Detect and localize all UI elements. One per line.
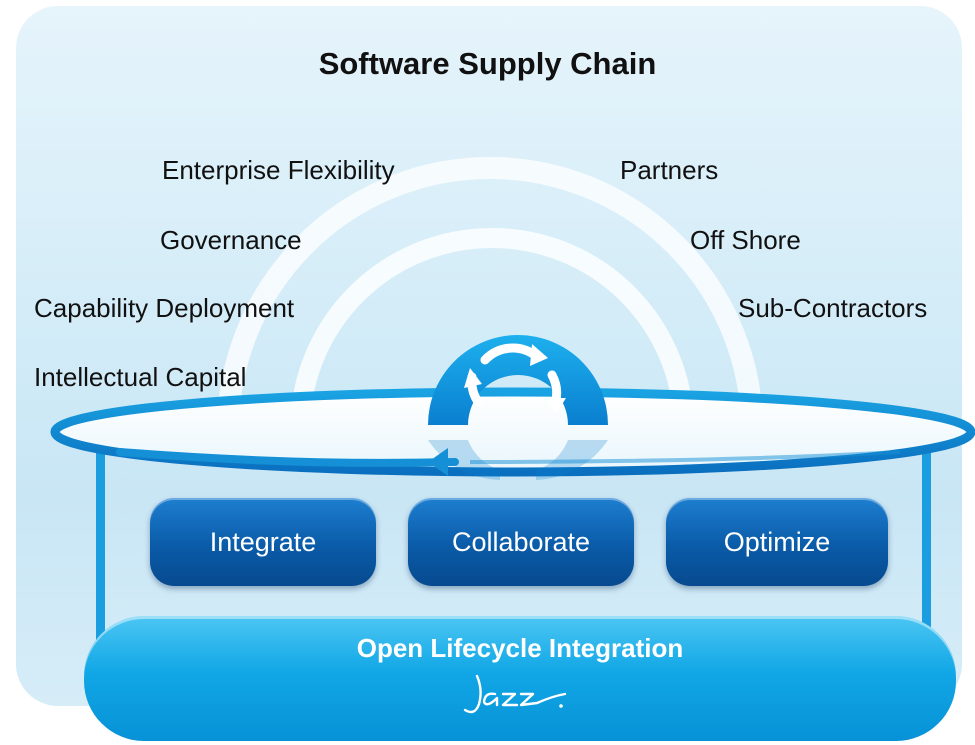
label-capability-deployment: Capability Deployment xyxy=(34,293,295,323)
left-post xyxy=(96,440,105,640)
outer-arc xyxy=(217,157,763,431)
right-post xyxy=(922,440,931,640)
base-title: Open Lifecycle Integration xyxy=(356,633,684,663)
label-enterprise-flexibility: Enterprise Flexibility xyxy=(162,155,395,185)
middle-arc xyxy=(290,228,694,431)
ring-arrow-icon xyxy=(116,448,459,467)
ring-outline xyxy=(50,387,975,477)
jazz-logo xyxy=(463,674,567,714)
ring-arrowhead xyxy=(428,448,448,476)
label-off-shore: Off Shore xyxy=(690,225,801,255)
ring-front-edge xyxy=(469,450,901,464)
label-sub-contractors: Sub-Contractors xyxy=(738,293,928,323)
label-intellectual-capital: Intellectual Capital xyxy=(34,362,247,392)
cycle-arrowheads xyxy=(464,344,566,414)
base-bar xyxy=(84,616,956,741)
diagram-title: Software Supply Chain xyxy=(318,46,657,81)
label-partners: Partners xyxy=(620,155,719,185)
pill-optimize: Optimize xyxy=(666,498,888,586)
label-governance: Governance xyxy=(160,225,302,255)
pill-integrate: Integrate xyxy=(150,498,376,586)
pill-collaborate: Collaborate xyxy=(408,498,634,586)
